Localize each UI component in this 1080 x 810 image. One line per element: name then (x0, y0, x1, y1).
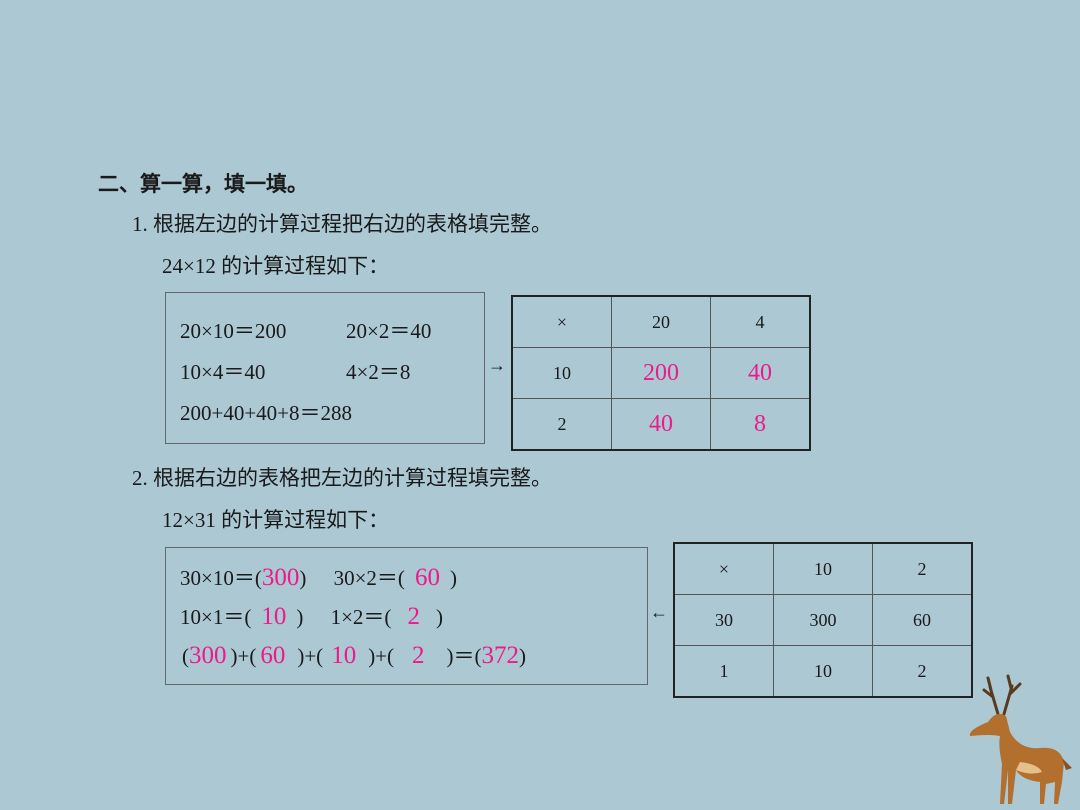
eq: 20×10＝200 (180, 319, 287, 343)
eq-text: ) (449, 566, 457, 590)
eq: 20×2＝40 (346, 319, 432, 343)
eq: 10×4＝40 (180, 360, 266, 384)
eq: 4×2＝8 (346, 360, 411, 384)
q1-subtitle: 24×12 的计算过程如下： (162, 254, 390, 278)
answer: 300 (261, 564, 300, 591)
answer-cell: 200 (611, 347, 711, 399)
answer: 372 (481, 642, 520, 669)
eq-text: )+( (368, 644, 395, 668)
eq-text: )+( (230, 644, 257, 668)
eq-text: 1×2＝( (330, 605, 392, 629)
table-header: 2 (872, 542, 973, 595)
eq-text: 30×10＝( (180, 566, 262, 590)
arrow-right-icon: → (488, 355, 506, 375)
row-label: 1 (673, 645, 774, 698)
answer: 60 (414, 564, 440, 591)
answer: 300 (189, 642, 227, 669)
row-label: 2 (511, 398, 612, 451)
table-cell: 10 (773, 645, 873, 698)
eq-text: ) (296, 605, 304, 629)
eq-line-1: 30×10＝(300) 30×2＝( 60) (180, 562, 457, 592)
answer: 10 (261, 603, 287, 630)
answer: 60 (260, 642, 286, 669)
deer-illustration (969, 674, 1072, 804)
table-header: × (673, 542, 774, 595)
answer-cell: 8 (710, 398, 811, 451)
table-cell: 300 (773, 594, 873, 646)
answer: 10 (331, 642, 357, 669)
answer-cell: 40 (611, 398, 711, 451)
arrow-left-icon: ← (650, 602, 668, 622)
eq-text: 10×1＝( (180, 605, 252, 629)
table-header: 4 (710, 295, 811, 348)
section-title: 二、算一算，填一填。 (98, 172, 308, 196)
q2-subtitle: 12×31 的计算过程如下： (162, 508, 390, 532)
eq-text: )+( (297, 644, 324, 668)
answer: 2 (412, 642, 425, 669)
eq-text: ( (182, 644, 189, 668)
table-header: 10 (773, 542, 873, 595)
eq-text: ) (299, 566, 307, 590)
eq-text: ) (519, 644, 527, 668)
eq-line-3: (300)+(60)+(10)+(2)＝(372) (182, 640, 526, 670)
row-label: 10 (511, 347, 612, 399)
q2-instruction: 2. 根据右边的表格把左边的计算过程填完整。 (132, 466, 552, 490)
q1-instruction: 1. 根据左边的计算过程把右边的表格填完整。 (132, 212, 552, 236)
answer-cell: 40 (710, 347, 811, 399)
table-header: × (511, 295, 612, 348)
eq: 200+40+40+8＝288 (180, 401, 353, 425)
table-cell: 2 (872, 645, 973, 698)
table-header: 20 (611, 295, 711, 348)
eq-text: ) (435, 605, 443, 629)
eq-line-2: 10×1＝( 10) 1×2＝( 2) (180, 601, 443, 631)
answer: 2 (407, 603, 420, 630)
q1-process-box: 20×10＝200 20×2＝40 10×4＝40 4×2＝8 200+40+4… (165, 292, 485, 444)
row-label: 30 (673, 594, 774, 646)
q2-process-box: 30×10＝(300) 30×2＝(60) 10×1＝(10) 1×2＝(2) … (165, 547, 648, 685)
table-cell: 60 (872, 594, 973, 646)
eq-text: 30×2＝( (333, 566, 405, 590)
eq-text: )＝( (446, 644, 482, 668)
